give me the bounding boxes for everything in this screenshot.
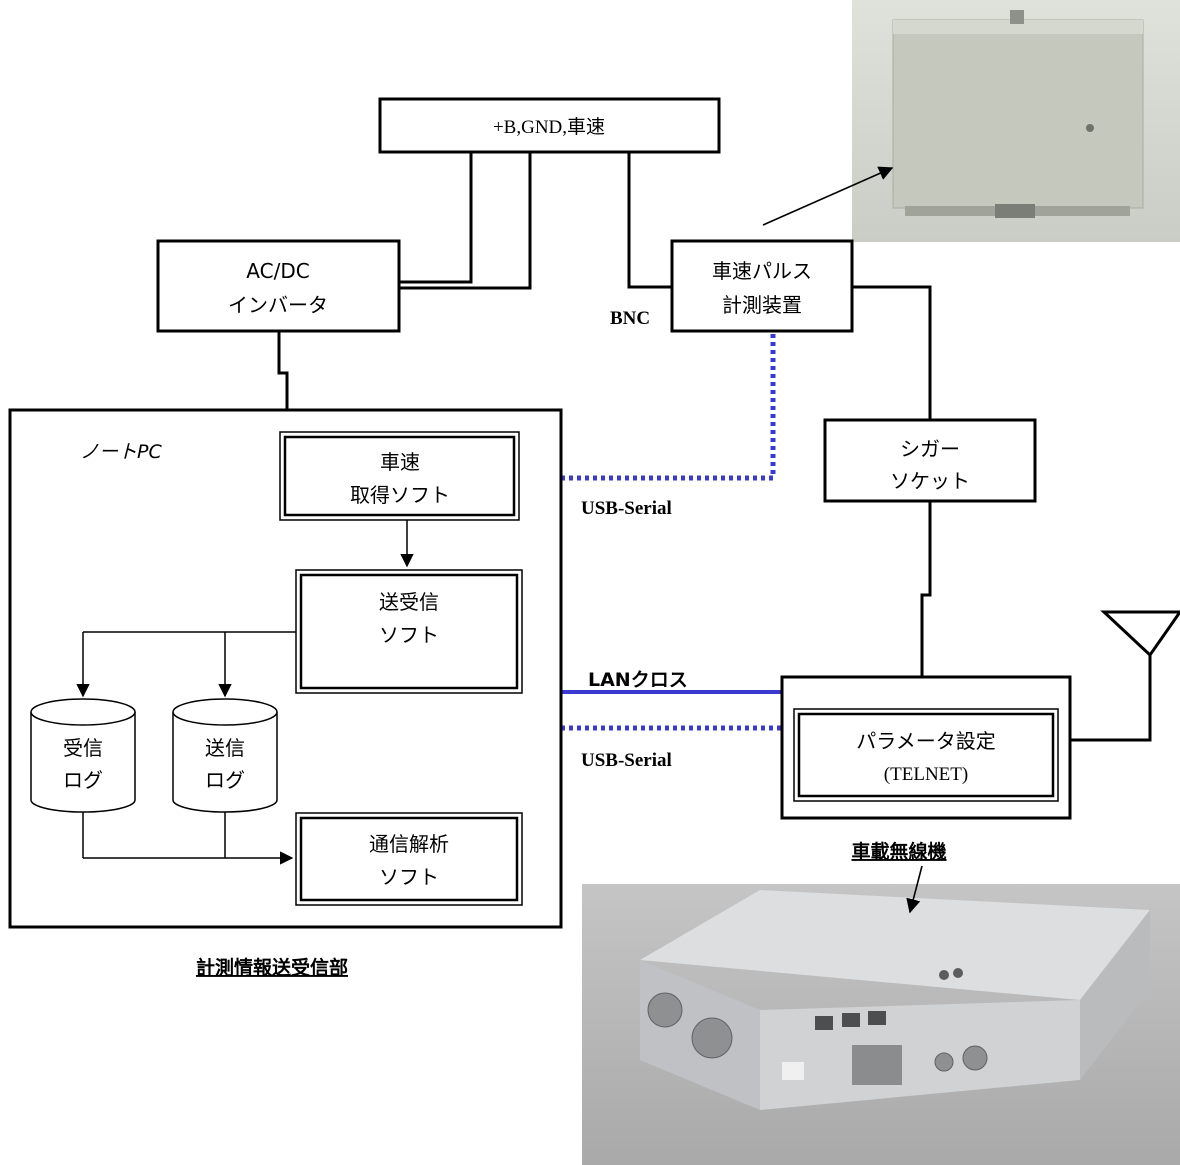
- power-line-b: [399, 152, 532, 290]
- usb-serial-label-bottom: USB-Serial: [581, 750, 672, 771]
- pulse-cigar-line: [852, 285, 932, 420]
- cigar-socket-label-2: ソケット: [890, 469, 970, 493]
- param-setting-label-2: (TELNET): [884, 764, 968, 785]
- param-setting-label-1: パラメータ設定: [856, 729, 995, 753]
- tx-log-label-2: ログ: [205, 768, 245, 792]
- cigar-socket-box: [823, 418, 1037, 503]
- power-box: [378, 97, 721, 154]
- power-box-label: +B,GND,車速: [493, 116, 605, 138]
- connection-lines: [277, 152, 1152, 742]
- radio-unit-caption: 車載無線機: [851, 840, 946, 863]
- param-setting-box: [793, 708, 1059, 802]
- pulse-device-box: [670, 239, 854, 333]
- speed-software-label-1: 車速: [380, 450, 420, 474]
- measure-unit-caption: 計測情報送受信部: [196, 956, 348, 979]
- cigar-radio-line: [920, 501, 932, 677]
- analysis-software-label-1: 通信解析: [369, 832, 449, 856]
- pulse-device-label-1: 車速パルス: [712, 259, 812, 283]
- radio-photo-arrow: [906, 865, 923, 914]
- txrx-software-box: [295, 569, 523, 694]
- inverter-box: [156, 239, 401, 333]
- inverter-label-2: インバータ: [228, 293, 328, 317]
- tx-log-label-1: 送信: [205, 736, 245, 760]
- speed-software-box: [279, 431, 520, 521]
- pc-internal-flows: [76, 520, 414, 865]
- antenna-line: [1070, 655, 1152, 742]
- power-line-a: [399, 152, 473, 284]
- inverter-label-1: AC/DC: [246, 259, 309, 283]
- pulse-device-label-2: 計測装置: [722, 293, 802, 317]
- txrx-software-label-2: ソフト: [379, 623, 439, 647]
- lan-cross-label: LANクロス: [588, 669, 688, 691]
- rx-log-cylinder: [30, 698, 136, 813]
- bnc-label: BNC: [610, 308, 650, 329]
- notebook-pc-label: ノートPC: [80, 441, 162, 463]
- inverter-pc-line: [277, 331, 289, 410]
- usb-serial-label-top: USB-Serial: [581, 498, 672, 519]
- antenna-icon: [1100, 610, 1180, 658]
- analysis-software-box: [295, 812, 523, 906]
- bnc-line: [627, 152, 672, 289]
- usb-serial-link-top: [561, 331, 776, 481]
- pulse-photo-arrow: [762, 166, 894, 226]
- cigar-socket-label-1: シガー: [900, 437, 960, 461]
- speed-software-label-2: 取得ソフト: [350, 483, 450, 507]
- analysis-software-label-2: ソフト: [379, 865, 439, 889]
- txrx-software-label-1: 送受信: [379, 590, 439, 614]
- rx-log-label-2: ログ: [63, 768, 103, 792]
- rx-log-label-1: 受信: [63, 736, 103, 760]
- tx-log-cylinder: [172, 698, 278, 813]
- radio-unit-photo: [582, 884, 1180, 1165]
- pulse-device-photo: [852, 0, 1180, 242]
